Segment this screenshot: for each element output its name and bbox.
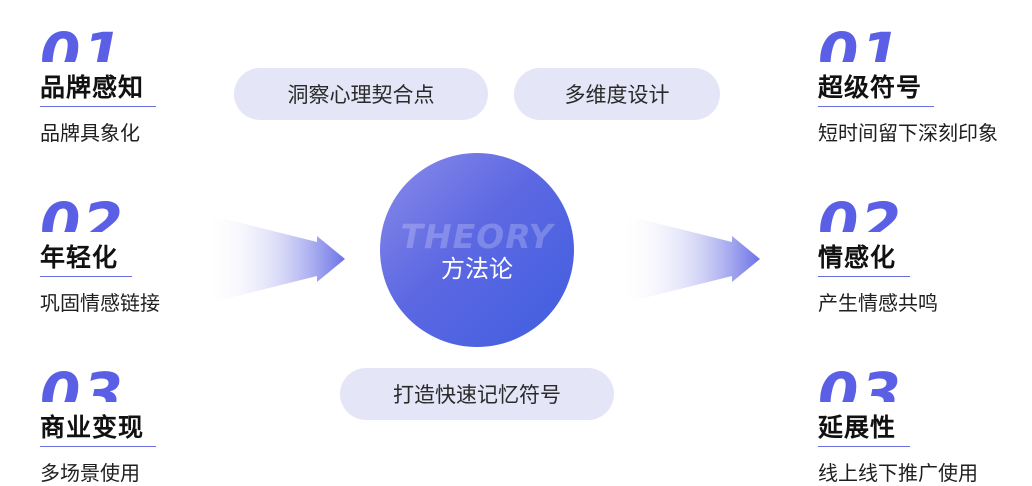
pill-insight: 洞察心理契合点 — [234, 68, 488, 120]
item-title: 年轻化 — [40, 243, 119, 272]
item-title: 商业变现 — [40, 413, 145, 442]
methodology-circle: THEORY 方法论 — [380, 153, 574, 347]
item-number: 03 — [818, 362, 903, 402]
title-underline — [40, 106, 156, 107]
title-underline — [818, 276, 910, 277]
item-number: 02 — [818, 192, 903, 232]
item-title: 超级符号 — [818, 73, 923, 102]
title-underline — [40, 446, 156, 447]
title-underline — [818, 446, 910, 447]
arrow-right-icon — [620, 214, 760, 304]
item-subtitle: 巩固情感链接 — [40, 291, 160, 315]
pill-multidimensional: 多维度设计 — [514, 68, 720, 120]
item-subtitle: 产生情感共鸣 — [818, 291, 938, 315]
title-underline — [818, 106, 934, 107]
item-subtitle: 多场景使用 — [40, 461, 140, 485]
item-number: 01 — [40, 22, 125, 62]
center-label: 方法论 — [441, 255, 513, 283]
item-number: 02 — [40, 192, 125, 232]
item-number: 03 — [40, 362, 125, 402]
item-title: 延展性 — [818, 413, 897, 442]
pill-memory-symbol: 打造快速记忆符号 — [340, 368, 614, 420]
theory-watermark: THEORY — [400, 217, 554, 256]
item-subtitle: 品牌具象化 — [40, 121, 140, 145]
arrow-left-icon — [205, 214, 345, 304]
item-title: 情感化 — [818, 243, 897, 272]
item-number: 01 — [818, 22, 903, 62]
item-subtitle: 线上线下推广使用 — [818, 461, 978, 485]
item-title: 品牌感知 — [40, 73, 145, 102]
item-subtitle: 短时间留下深刻印象 — [818, 121, 998, 145]
title-underline — [40, 276, 132, 277]
